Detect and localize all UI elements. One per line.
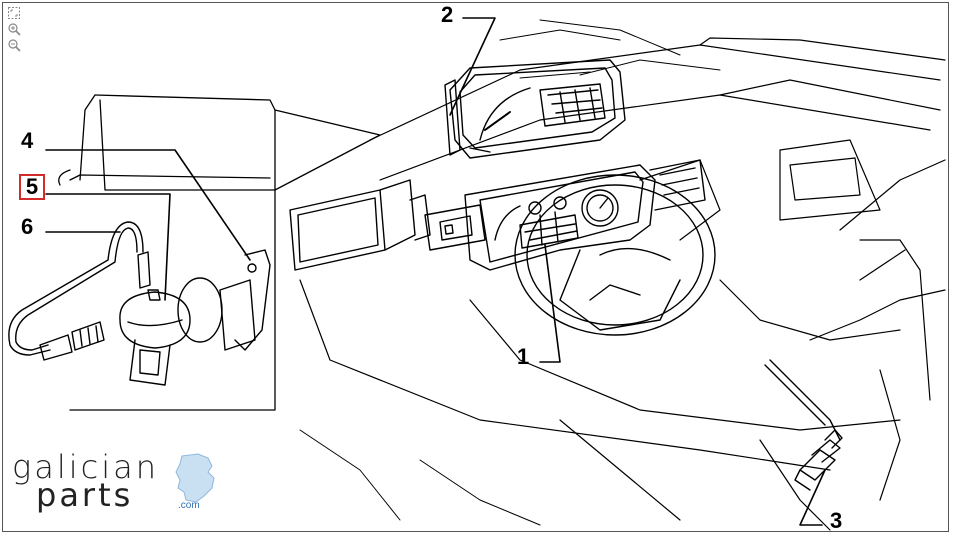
connector-housing [289,179,486,271]
fit-screen-icon[interactable] [7,6,21,20]
zoom-toolbar [7,6,21,52]
callout-label-5-highlighted[interactable]: 5 [19,174,45,200]
callout-label-4[interactable]: 4 [21,128,34,153]
callout-label-1[interactable]: 1 [517,344,530,369]
callout-label-6[interactable]: 6 [21,214,34,239]
steering-wheel [514,174,716,336]
callout-label-3[interactable]: 3 [830,508,843,533]
logo-domain-suffix: .com [178,500,200,511]
vacuum-hose [8,221,144,361]
vacuum-actuator-assembly [119,249,271,386]
logo-text-line-2: parts [36,476,134,514]
callout-label-2[interactable]: 2 [441,2,454,27]
galicianparts-logo: galician parts .com [12,450,222,520]
callout-leader-lines [45,17,826,526]
dashboard-cluster-part-1 [464,159,706,271]
galicia-map-icon [175,453,215,503]
zoom-in-icon[interactable] [7,22,21,36]
instrument-cluster-part-2 [444,59,626,159]
zoom-out-icon[interactable] [7,38,21,52]
switch-part-3 [764,359,843,491]
logo-text-line-1: galician [12,448,159,486]
inset-detail-panel [58,94,381,411]
